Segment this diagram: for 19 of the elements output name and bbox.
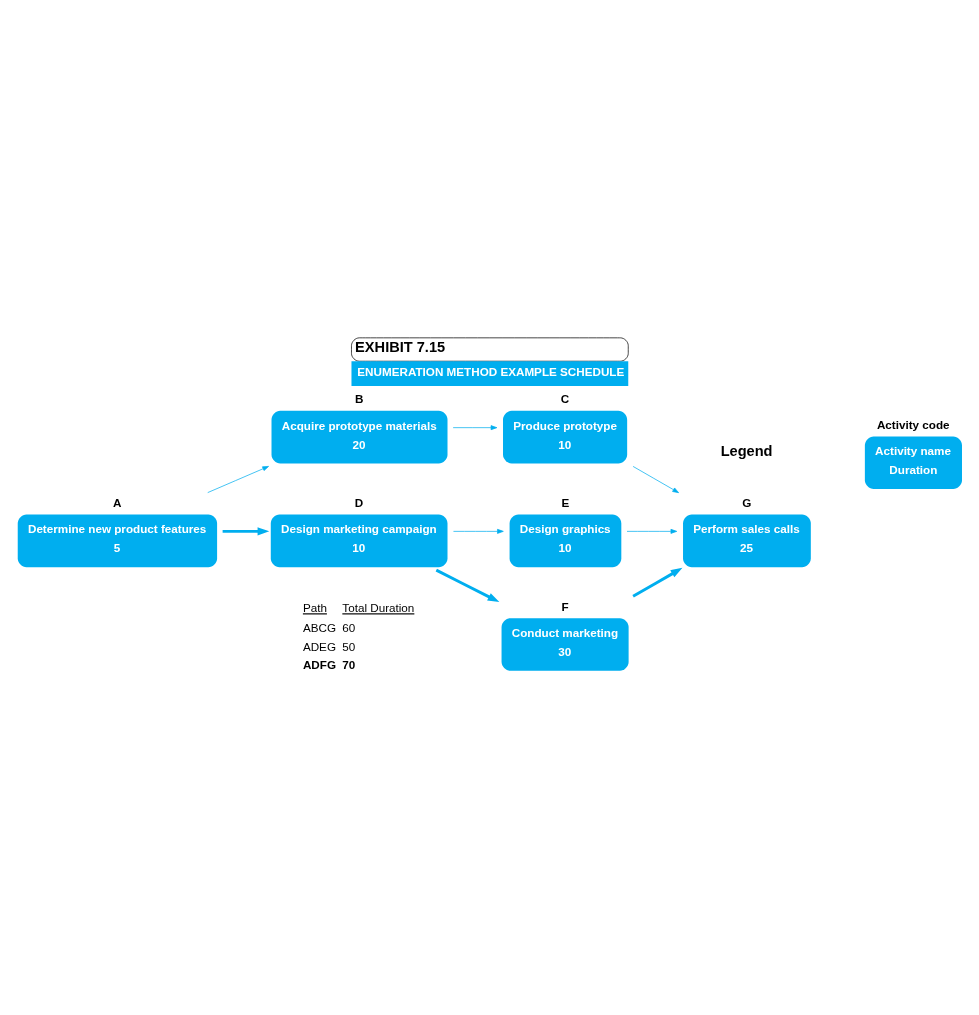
caption: ENUMERATION METHOD EXAMPLE SCHEDULE (357, 364, 625, 378)
label: Total Duration (342, 600, 415, 614)
label: 70 (342, 657, 356, 671)
diagram-title: EXHIBIT 7.15 (355, 338, 446, 355)
node-label: F (561, 599, 569, 613)
node-label: Activity code (876, 417, 950, 431)
node-label: C (560, 391, 570, 405)
label: 60 (342, 620, 356, 634)
label: 50 (342, 639, 356, 653)
node-label: D (354, 495, 364, 509)
label: ADEG (302, 639, 336, 653)
label: Path (302, 600, 327, 614)
node-label: G (742, 495, 752, 509)
node-label: B (355, 391, 364, 405)
label: Legend (720, 442, 773, 459)
label: ABCG (302, 620, 336, 634)
label: ADFG (302, 657, 336, 671)
node-label: A (113, 495, 122, 509)
node-label: E (561, 495, 570, 509)
